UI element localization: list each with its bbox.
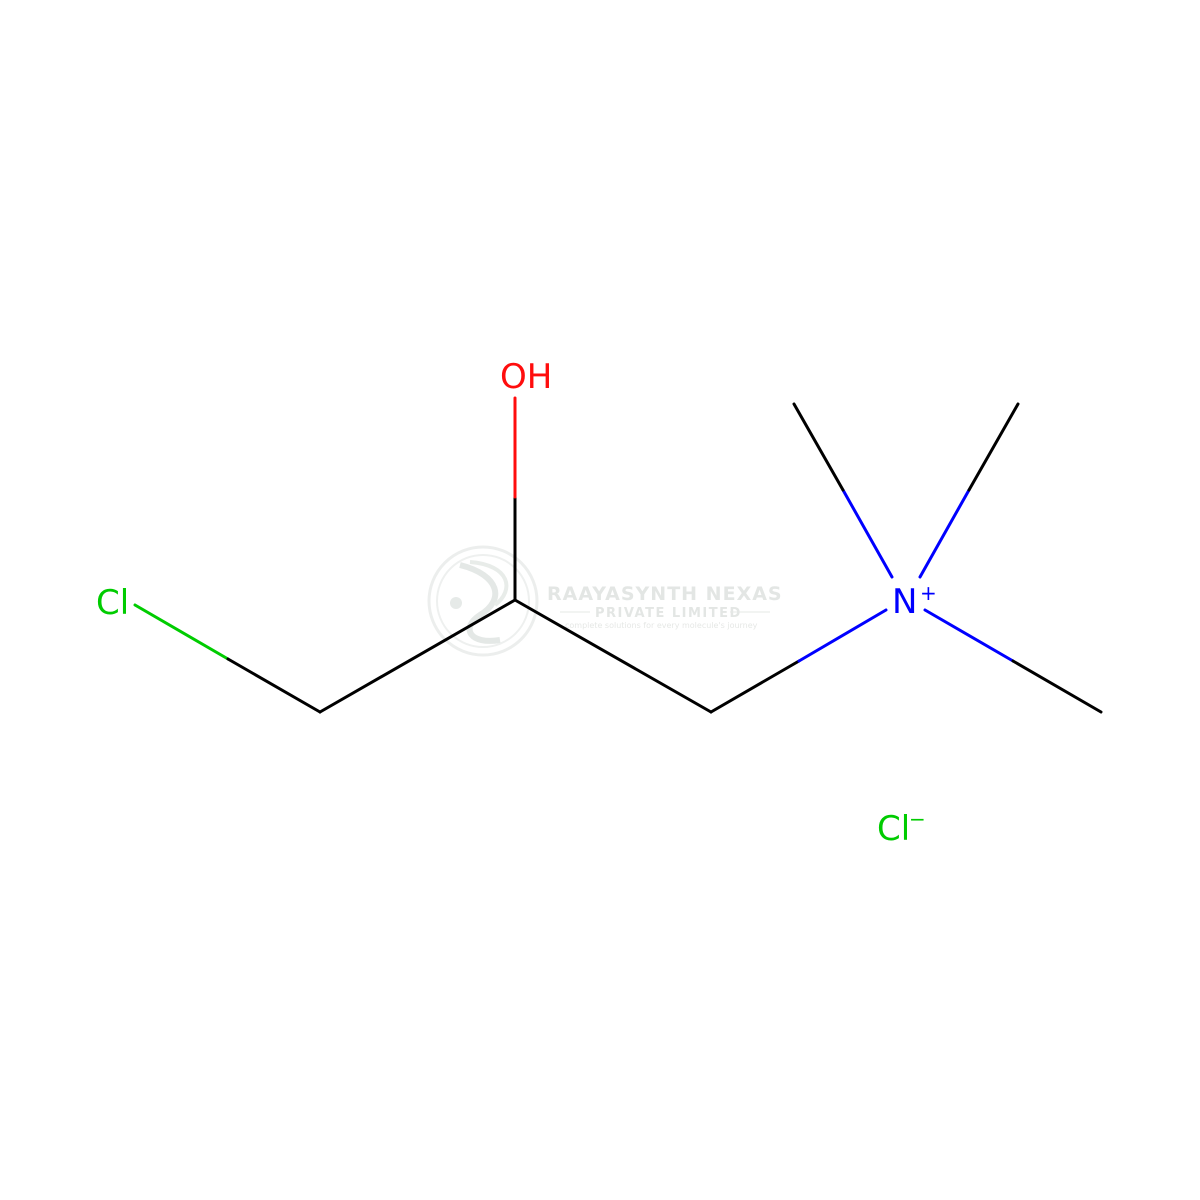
watermark-logo-icon [427, 545, 539, 657]
bond-n-me1-nitrogen-half [841, 488, 894, 579]
atom-hydroxyl: OH [500, 357, 552, 397]
watermark: RAAYASYNTH NEXAS PRIVATE LIMITED complet… [427, 545, 783, 657]
bond-n-me2-nitrogen-half [918, 488, 971, 579]
watermark-company: RAAYASYNTH NEXAS [547, 583, 783, 605]
bond-cl-c1-carbon-half [226, 657, 322, 714]
atom-counter-ion: Cl [877, 809, 910, 849]
bonds [133, 396, 1103, 714]
atom-nitrogen: N [892, 582, 917, 622]
bond-n-me3-nitrogen-half [923, 608, 1015, 663]
bond-c2-c3 [513, 598, 713, 714]
bond-n-me2-carbon-half [967, 402, 1020, 492]
counter-ion-charge: − [909, 807, 926, 831]
bond-cl-c1-chlorine-half [133, 603, 230, 661]
bond-c3-n-carbon-half [709, 659, 801, 714]
bond-n-me1-carbon-half [792, 402, 845, 492]
watermark-tagline: complete solutions for every molecule's … [565, 621, 758, 630]
bond-n-me3-carbon-half [1011, 659, 1103, 714]
watermark-subtitle: PRIVATE LIMITED [595, 606, 742, 621]
bond-c1-c2 [318, 598, 517, 714]
bond-c3-n-nitrogen-half [797, 608, 888, 663]
atom-chlorine: Cl [96, 583, 129, 623]
atom-labels: Cl OH N + Cl − [96, 357, 937, 849]
nitrogen-charge: + [920, 581, 937, 605]
